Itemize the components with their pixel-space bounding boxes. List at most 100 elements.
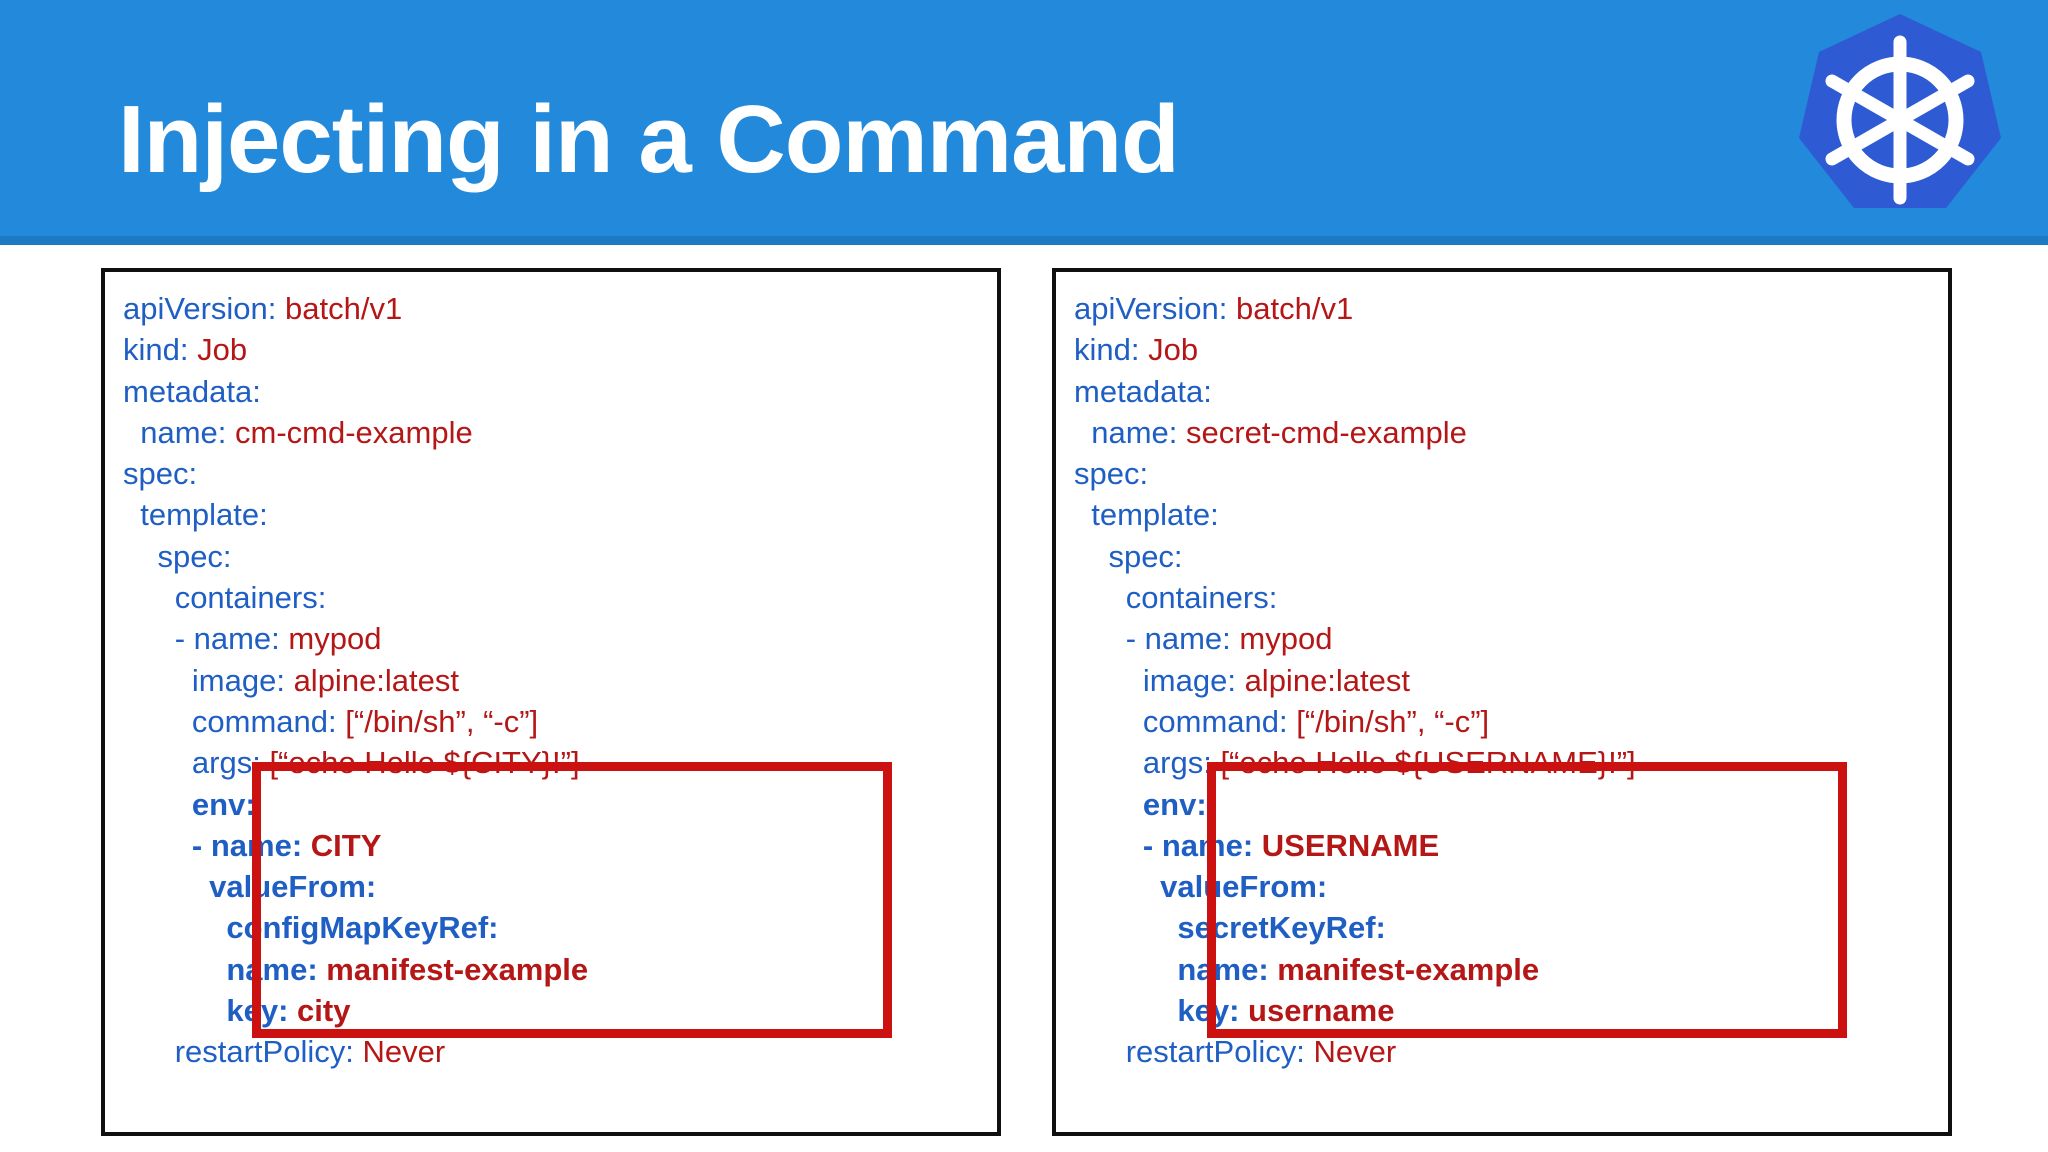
yaml-indent	[1074, 621, 1126, 656]
yaml-value: mypod	[1230, 621, 1333, 657]
yaml-value: Job	[1139, 332, 1199, 368]
yaml-line: spec:	[1074, 453, 1636, 494]
yaml-value: batch/v1	[276, 291, 403, 326]
yaml-line: - name: mypod	[1074, 618, 1636, 659]
yaml-key: configMapKeyRef:	[226, 910, 499, 946]
yaml-indent	[123, 910, 226, 945]
yaml-value: [“/bin/sh”, “-c”]	[1287, 703, 1490, 739]
yaml-line: spec:	[123, 536, 588, 577]
yaml-key: image:	[1142, 662, 1236, 698]
yaml-value: CITY	[302, 827, 382, 863]
yaml-indent	[123, 993, 226, 1028]
yaml-indent	[1074, 869, 1160, 904]
yaml-line: image: alpine:latest	[123, 660, 588, 701]
yaml-line: restartPolicy: Never	[1074, 1031, 1636, 1072]
yaml-indent	[1074, 704, 1143, 739]
yaml-line: command: [“/bin/sh”, “-c”]	[123, 701, 588, 742]
yaml-line: configMapKeyRef:	[123, 907, 588, 948]
yaml-key: spec:	[1108, 538, 1183, 574]
yaml-indent	[123, 663, 192, 698]
yaml-key: name:	[226, 951, 318, 987]
yaml-key: kind:	[123, 332, 189, 368]
yaml-line: kind: Job	[123, 329, 588, 370]
yaml-key: restartPolicy:	[1125, 1034, 1305, 1070]
yaml-key: metadata:	[1074, 373, 1212, 409]
yaml-key: spec:	[123, 456, 198, 492]
yaml-line: name: manifest-example	[123, 949, 588, 990]
yaml-value: [“/bin/sh”, “-c”]	[336, 703, 539, 739]
yaml-line: command: [“/bin/sh”, “-c”]	[1074, 701, 1636, 742]
yaml-key: apiVersion:	[1074, 291, 1228, 326]
configmap-env-highlight-box	[252, 762, 892, 1038]
yaml-line: containers:	[1074, 577, 1636, 618]
yaml-value: username	[1239, 993, 1395, 1029]
yaml-value: Never	[353, 1034, 446, 1070]
yaml-indent	[123, 952, 226, 987]
yaml-key: image:	[191, 662, 285, 698]
yaml-line: spec:	[1074, 536, 1636, 577]
yaml-value: Never	[1304, 1034, 1397, 1070]
yaml-indent	[1074, 910, 1177, 945]
yaml-key: containers:	[174, 580, 327, 616]
secret-env-highlight-box	[1207, 762, 1847, 1038]
yaml-key: spec:	[1074, 456, 1149, 492]
yaml-value: alpine:latest	[1235, 662, 1411, 698]
yaml-line: kind: Job	[1074, 329, 1636, 370]
slide-header: Injecting in a Command	[0, 0, 2048, 236]
yaml-key: env:	[1142, 786, 1207, 822]
yaml-line: metadata:	[1074, 371, 1636, 412]
yaml-line: template:	[123, 494, 588, 535]
yaml-key: metadata:	[123, 373, 261, 409]
yaml-key: template:	[1091, 497, 1219, 533]
yaml-key: template:	[140, 497, 268, 533]
yaml-line: name: manifest-example	[1074, 949, 1636, 990]
yaml-key: name:	[1177, 951, 1269, 987]
yaml-key: - name:	[1125, 621, 1231, 657]
yaml-line: valueFrom:	[1074, 866, 1636, 907]
yaml-indent	[1074, 580, 1126, 615]
page-title: Injecting in a Command	[118, 86, 1180, 193]
yaml-line: containers:	[123, 577, 588, 618]
header-underline	[0, 236, 2048, 245]
yaml-key: command:	[1142, 703, 1288, 739]
yaml-line: template:	[1074, 494, 1636, 535]
yaml-indent	[123, 1034, 175, 1069]
yaml-value: Job	[188, 332, 248, 368]
yaml-indent	[123, 869, 209, 904]
yaml-key: args:	[1142, 745, 1212, 781]
yaml-line: name: secret-cmd-example	[1074, 412, 1636, 453]
yaml-line: restartPolicy: Never	[123, 1031, 588, 1072]
yaml-value: batch/v1	[1227, 291, 1354, 326]
yaml-indent	[1074, 787, 1143, 822]
yaml-key: apiVersion:	[123, 291, 277, 326]
yaml-line: image: alpine:latest	[1074, 660, 1636, 701]
yaml-key: name:	[140, 414, 227, 450]
yaml-value: city	[288, 993, 351, 1029]
yaml-key: spec:	[157, 538, 232, 574]
yaml-indent	[123, 539, 157, 574]
yaml-value: secret-cmd-example	[1177, 414, 1467, 450]
yaml-value: manifest-example	[1268, 951, 1540, 987]
yaml-indent	[123, 745, 192, 780]
yaml-indent	[1074, 415, 1091, 450]
yaml-value: USERNAME	[1253, 827, 1440, 863]
yaml-line: apiVersion: batch/v1	[123, 288, 588, 329]
yaml-line: name: cm-cmd-example	[123, 412, 588, 453]
yaml-value: alpine:latest	[284, 662, 460, 698]
yaml-value: cm-cmd-example	[226, 414, 473, 450]
yaml-key: - name:	[174, 621, 280, 657]
kubernetes-logo-icon	[1799, 14, 2001, 208]
yaml-line: env:	[1074, 784, 1636, 825]
yaml-key: kind:	[1074, 332, 1140, 368]
yaml-indent	[1074, 745, 1143, 780]
yaml-indent	[1074, 1034, 1126, 1069]
yaml-indent	[1074, 993, 1177, 1028]
yaml-key: restartPolicy:	[174, 1034, 354, 1070]
yaml-indent	[123, 621, 175, 656]
yaml-line: valueFrom:	[123, 866, 588, 907]
yaml-indent	[1074, 828, 1143, 863]
yaml-indent	[1074, 497, 1091, 532]
yaml-key: env:	[191, 786, 256, 822]
yaml-line: apiVersion: batch/v1	[1074, 288, 1636, 329]
